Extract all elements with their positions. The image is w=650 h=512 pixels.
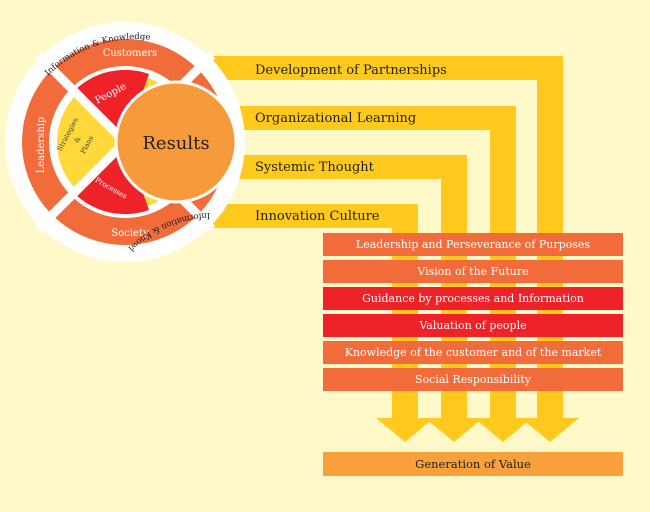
principle-box-bg: [323, 233, 623, 256]
strategies-label-line2: &: [73, 135, 83, 144]
flow-arrow-systemic: [236, 155, 483, 442]
principle-box: Knowledge of the customer and of the mar…: [323, 341, 623, 364]
principle-label: Guidance by processes and Information: [362, 292, 584, 305]
society-label: Society: [111, 228, 149, 239]
flow-arrow-innovation: [212, 204, 434, 442]
flow-labels: Development of Partnerships Organization…: [255, 63, 447, 224]
principle-box: Valuation of people: [323, 314, 623, 337]
flow-label-partnerships: Development of Partnerships: [255, 63, 447, 78]
principle-label: Valuation of people: [418, 319, 526, 332]
principle-box-bg: [323, 260, 623, 283]
results-circle: [114, 80, 238, 204]
flow-arrows: [205, 56, 579, 442]
flow-arrow-partnerships: [205, 56, 579, 442]
flow-label-innovation: Innovation Culture: [255, 209, 380, 224]
principle-box: Vision of the Future: [323, 260, 623, 283]
management-model-circle: Results Customers Society Leadership Peo…: [5, 22, 341, 467]
principle-box-bg: [323, 314, 623, 337]
principle-box: Leadership and Perseverance of Purposes: [323, 233, 623, 256]
principle-box-bg: [323, 368, 623, 391]
principle-box-bg: [323, 287, 623, 310]
leadership-label: Leadership: [36, 117, 47, 174]
generation-of-value-box: Generation of Value: [323, 452, 623, 476]
results-label: Results: [142, 133, 209, 154]
principle-box: Guidance by processes and Information: [323, 287, 623, 310]
flow-label-systemic: Systemic Thought: [255, 160, 375, 175]
customers-label: Customers: [103, 48, 158, 59]
principle-label: Social Responsibility: [415, 373, 532, 386]
principle-label: Vision of the Future: [416, 265, 528, 278]
principle-label: Leadership and Perseverance of Purposes: [356, 238, 591, 251]
principle-box-bg: [323, 341, 623, 364]
generation-of-value-bg: [323, 452, 623, 476]
flow-arrow-learning: [226, 106, 532, 442]
flow-label-learning: Organizational Learning: [255, 111, 416, 126]
principle-label: Knowledge of the customer and of the mar…: [345, 346, 602, 359]
generation-of-value-label: Generation of Value: [415, 457, 531, 471]
principle-box: Social Responsibility: [323, 368, 623, 391]
principles-stack: Leadership and Perseverance of Purposes …: [323, 233, 623, 391]
